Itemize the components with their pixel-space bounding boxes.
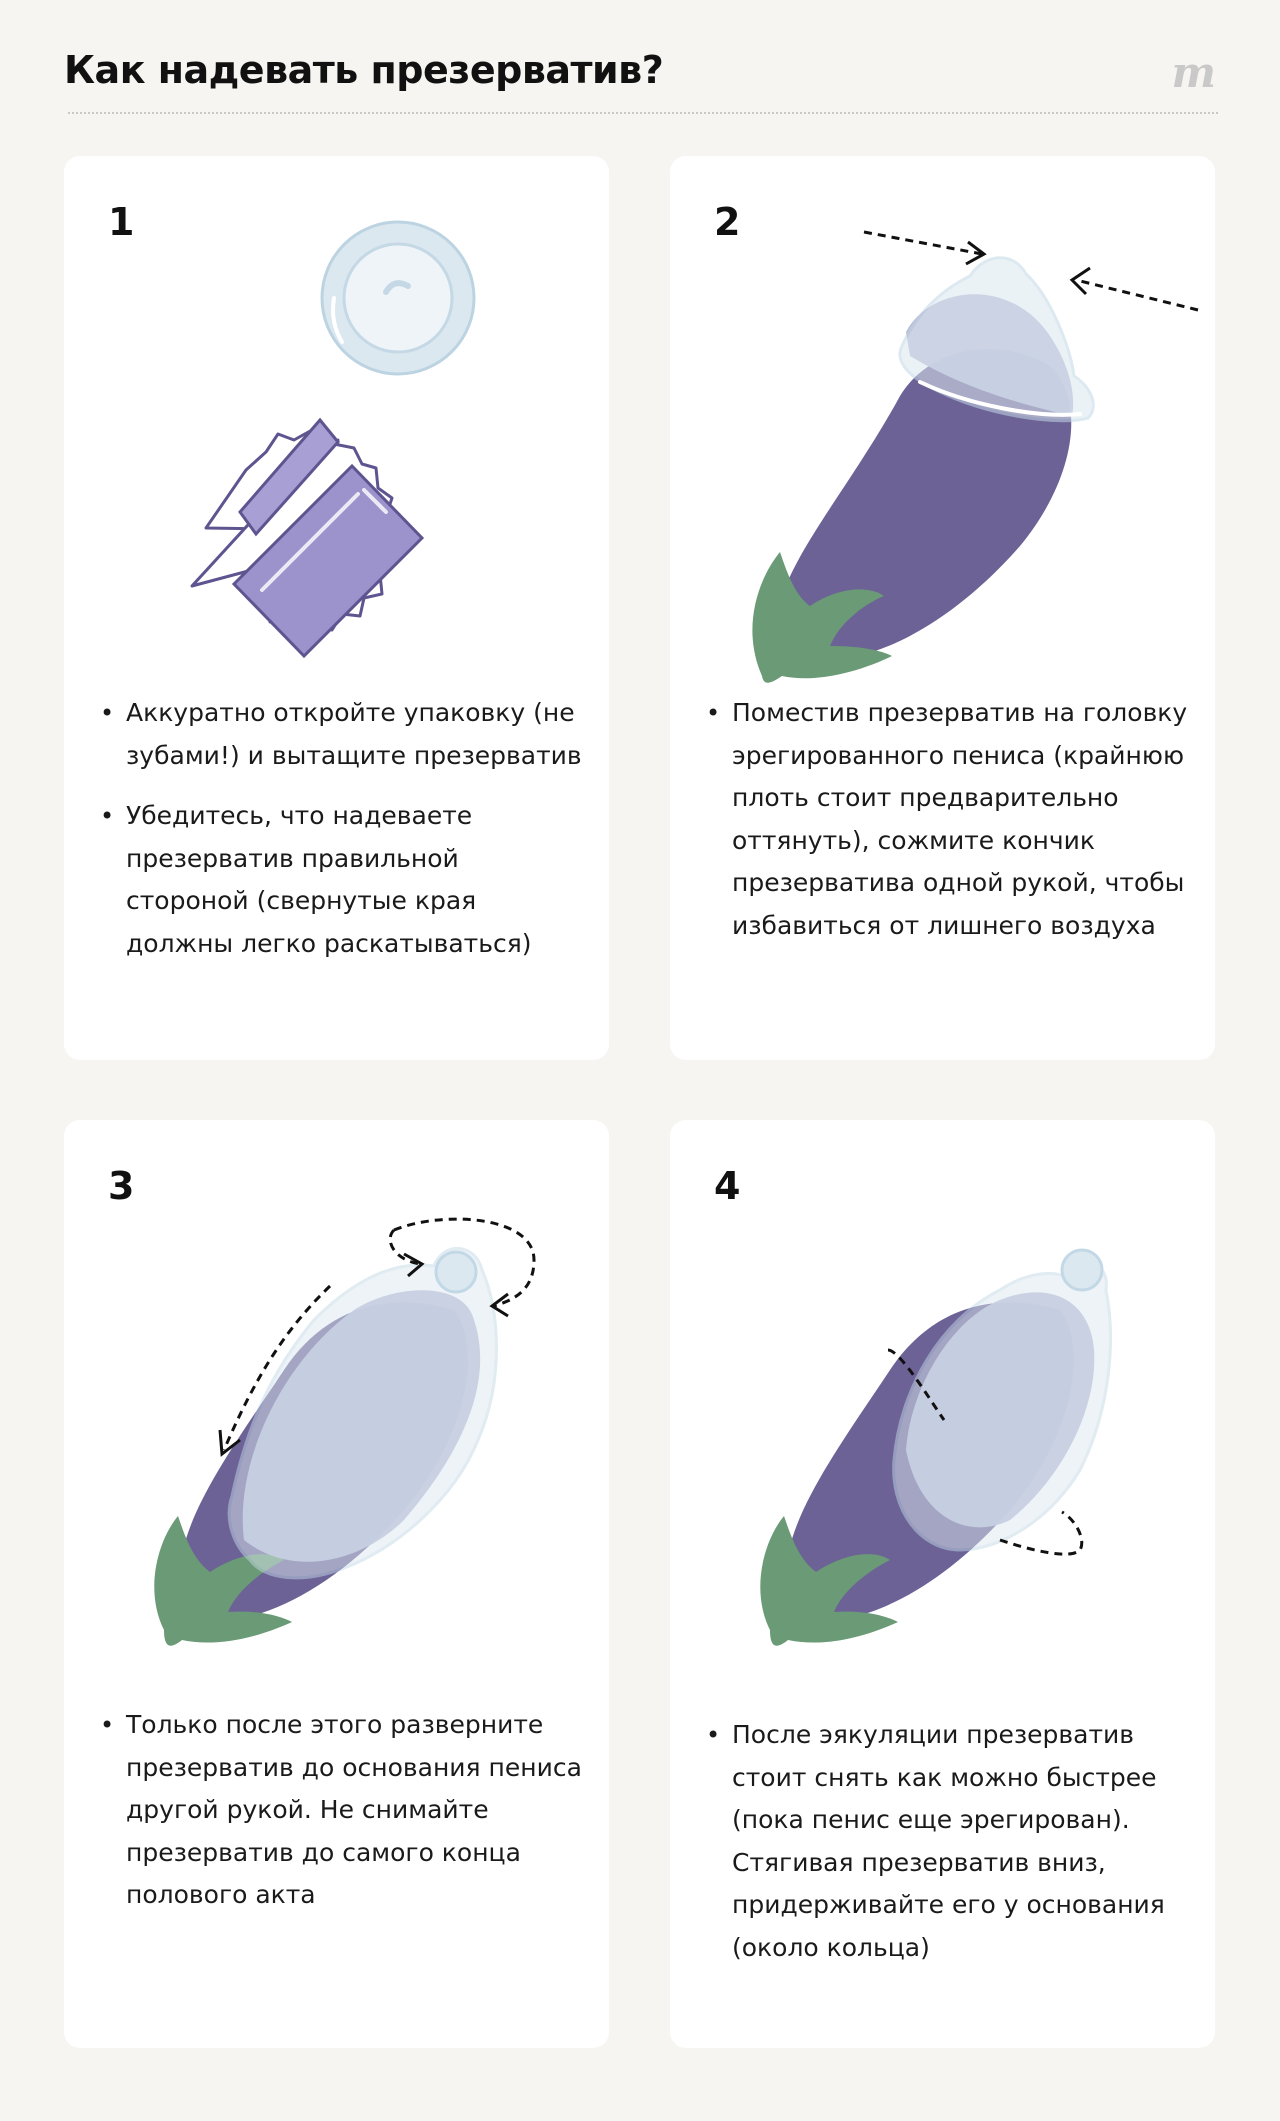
step-1-instructions: Аккуратно откройте упаковку (не зубами!)…	[100, 692, 589, 983]
step-card-2: 2 Поместив презерватив на головку эрегир…	[670, 156, 1215, 1060]
list-item: Убедитесь, что надеваете презерватив пра…	[100, 795, 589, 965]
package-icon	[190, 417, 425, 659]
list-item: Поместив презерватив на головку эрегиров…	[706, 692, 1195, 947]
step-3-instructions: Только после этого разверните презервати…	[100, 1704, 589, 1935]
condom-ring-icon	[320, 220, 476, 376]
condom-package-illustration	[190, 220, 476, 659]
header-divider	[68, 112, 1218, 114]
eggplant-icon	[752, 349, 1072, 683]
step-number: 4	[714, 1164, 741, 1208]
list-item: Только после этого разверните презервати…	[100, 1704, 589, 1917]
step-card-4: 4 После эякуляции презерватив стоит снят…	[670, 1120, 1215, 2048]
condom-icon	[892, 1248, 1112, 1552]
page-title: Как надевать презерватив?	[64, 48, 664, 92]
rotation-arrow-icon	[887, 1348, 1084, 1556]
page-header: Как надевать презерватив? m	[64, 44, 1216, 114]
step-2-instructions: Поместив презерватив на головку эрегиров…	[706, 692, 1195, 965]
list-item: Аккуратно откройте упаковку (не зубами!)…	[100, 692, 589, 777]
condom-tip-icon	[898, 256, 1095, 423]
step-number: 3	[108, 1164, 135, 1208]
step-number: 2	[714, 200, 741, 244]
condom-icon	[227, 1247, 498, 1580]
arrow-icon	[218, 1217, 536, 1457]
step-4-instructions: После эякуляции презерватив стоит снять …	[706, 1714, 1195, 1987]
brand-logo: m	[1171, 48, 1216, 97]
step-number: 1	[108, 200, 135, 244]
condom-unroll-illustration	[154, 1217, 536, 1646]
condom-tip-illustration	[752, 230, 1199, 683]
list-item: После эякуляции презерватив стоит снять …	[706, 1714, 1195, 1969]
condom-removal-illustration	[760, 1248, 1112, 1646]
step-card-1: 1 Аккуратно откройте упаковку (не зубами…	[64, 156, 609, 1060]
arrow-icon	[863, 230, 1199, 312]
step-card-3: 3 Только после этого разверните презерва…	[64, 1120, 609, 2048]
